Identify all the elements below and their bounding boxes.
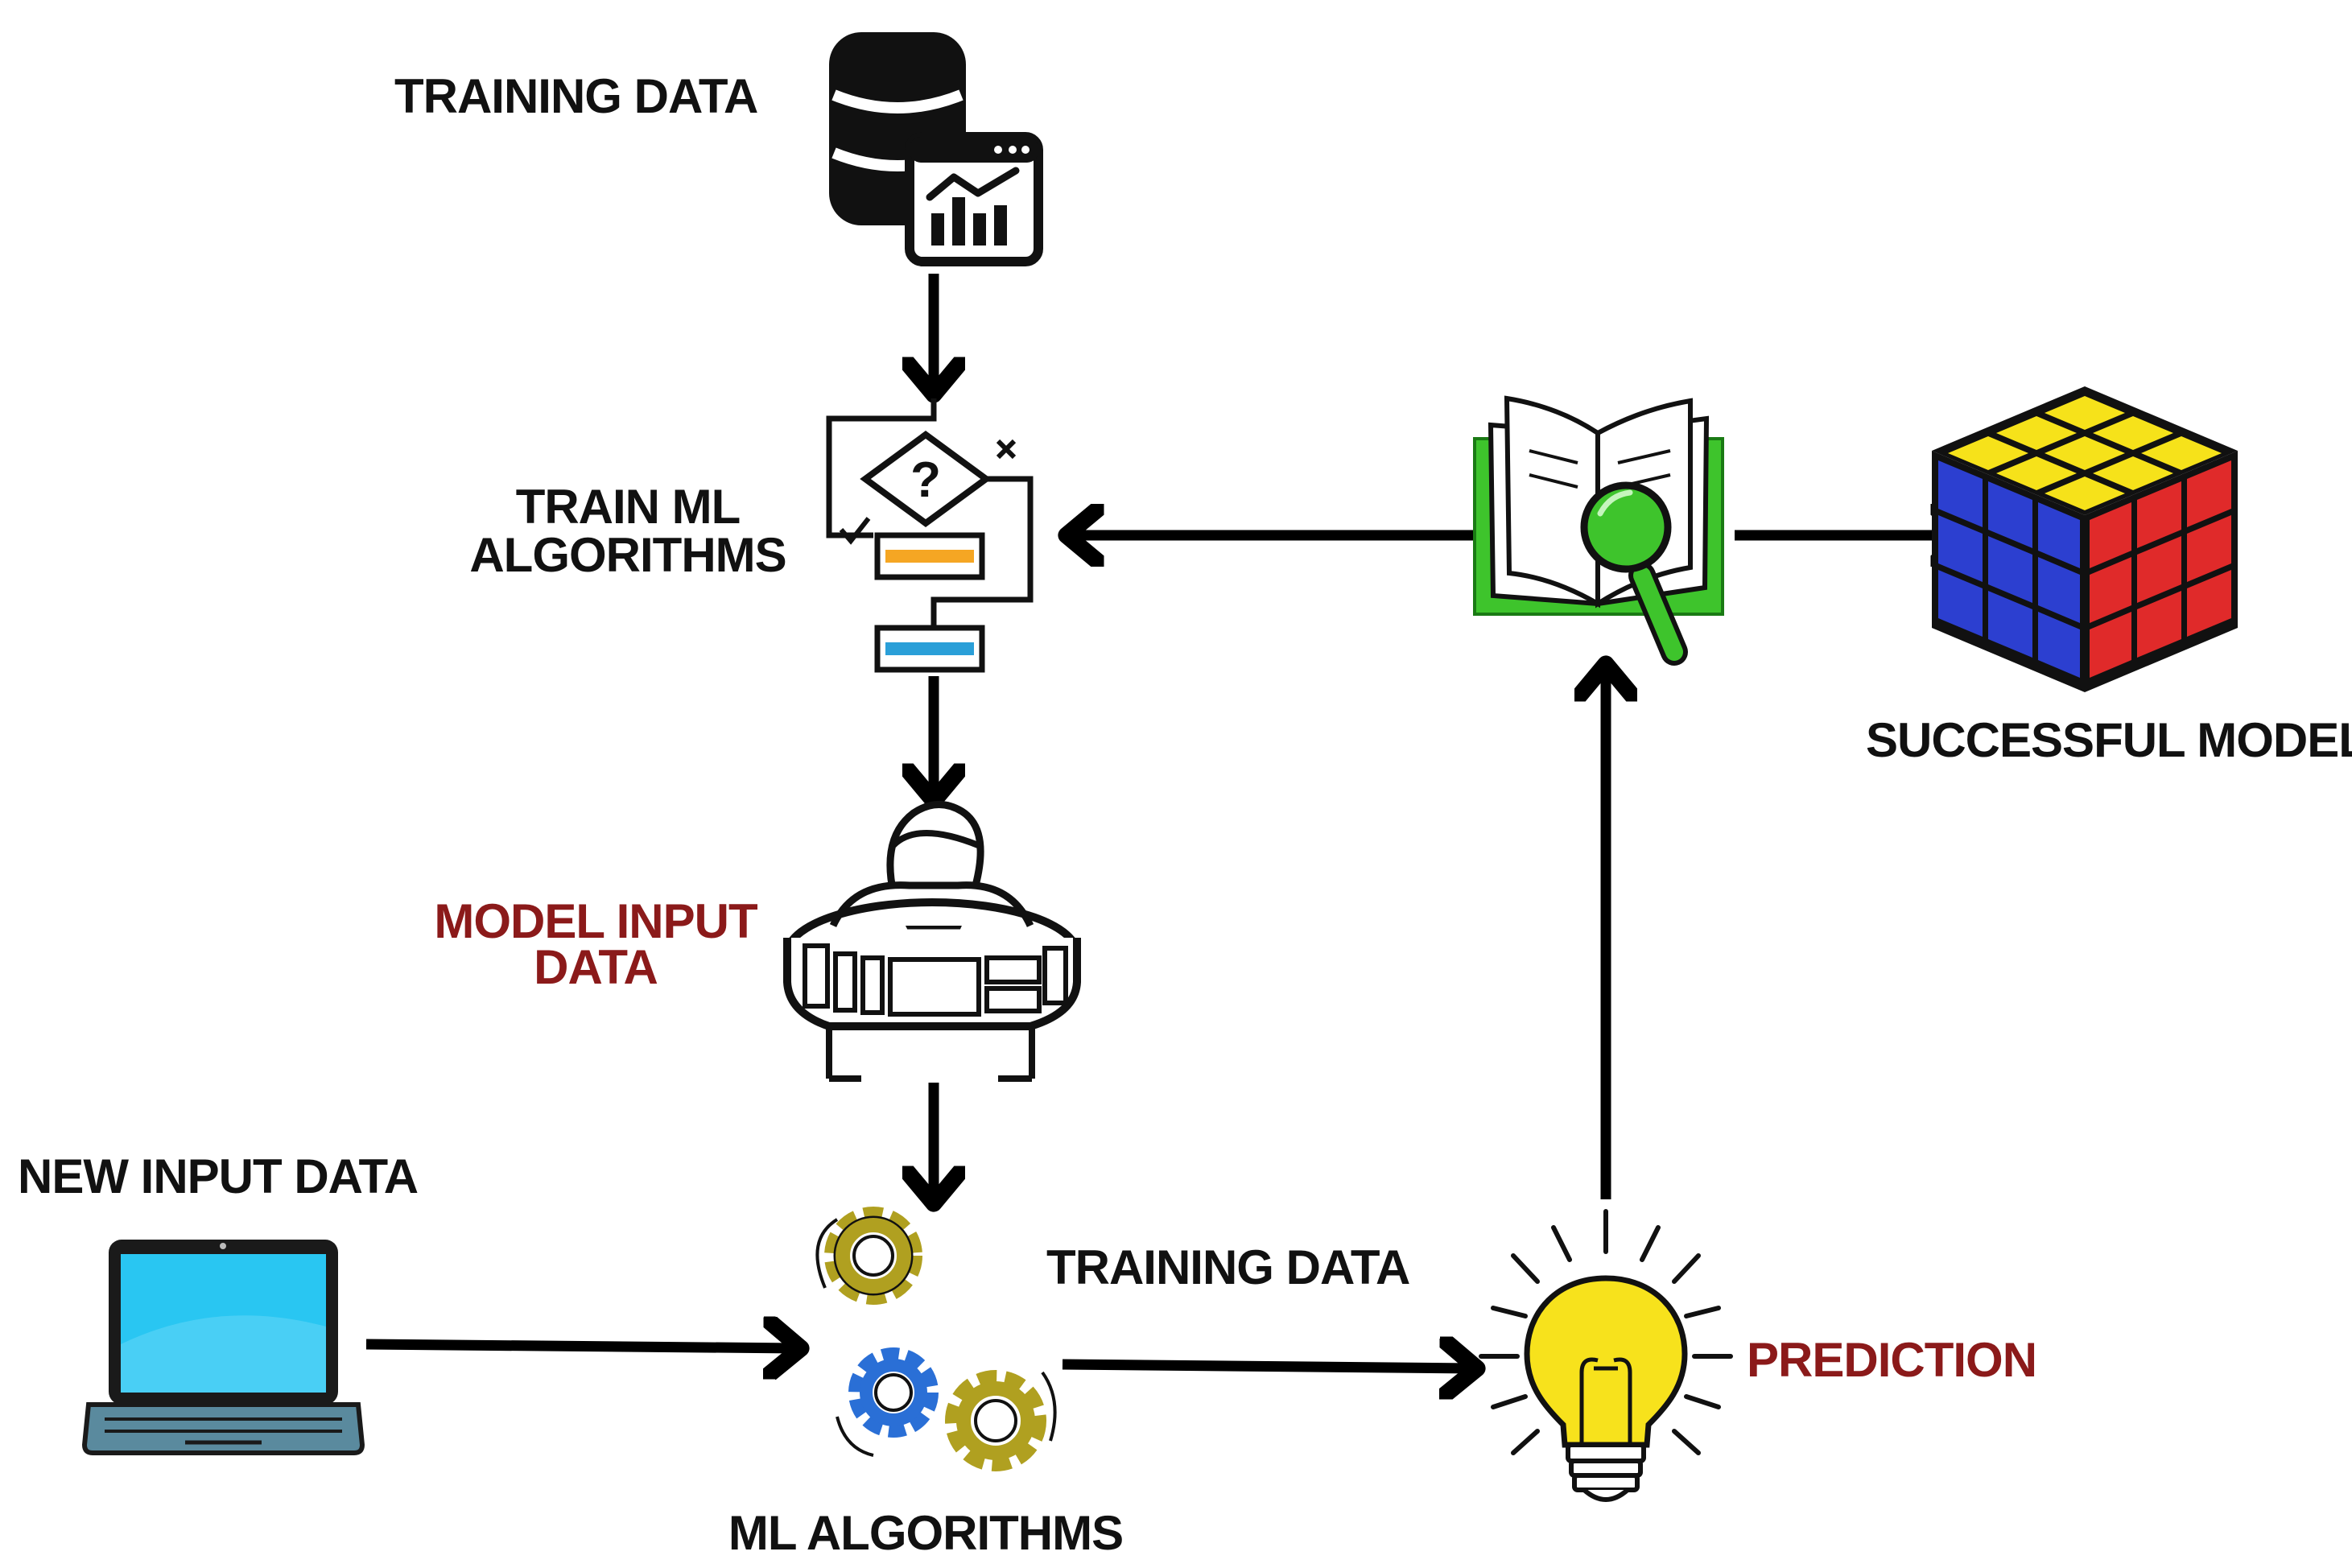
decision-flowchart-icon: ? [826, 398, 1034, 673]
gears-icon [815, 1207, 1057, 1471]
lightbulb-icon [1479, 1209, 1733, 1502]
arrow-ml-algorithms-to-prediction [1062, 1364, 1473, 1368]
label-train-ml-line2: ALGORITHMS [469, 528, 786, 582]
label-training-data-top: TRAINING DATA [394, 69, 758, 123]
label-successful-model: SUCCESSFUL MODEL [1866, 713, 2352, 767]
rubiks-cube-icon [1932, 386, 2238, 692]
database-chart-icon [829, 32, 1043, 266]
arrow-laptop-to-ml-algorithms [365, 1344, 797, 1348]
label-prediction: PREDICTION [1747, 1333, 2037, 1387]
label-train-ml-line1: TRAIN ML [515, 480, 741, 534]
user-with-screens-icon [783, 801, 1081, 1082]
svg-text:?: ? [910, 452, 941, 508]
laptop-icon [81, 1240, 365, 1455]
label-model-input-line2: DATA [534, 940, 658, 994]
label-model-input-line1: MODEL INPUT [434, 894, 757, 948]
label-training-data-bottom: TRAINING DATA [1046, 1240, 1410, 1294]
book-magnifier-icon [1473, 395, 1724, 666]
label-new-input-data: NEW INPUT DATA [18, 1149, 419, 1203]
label-ml-algorithms: ML ALGORITHMS [728, 1506, 1124, 1560]
